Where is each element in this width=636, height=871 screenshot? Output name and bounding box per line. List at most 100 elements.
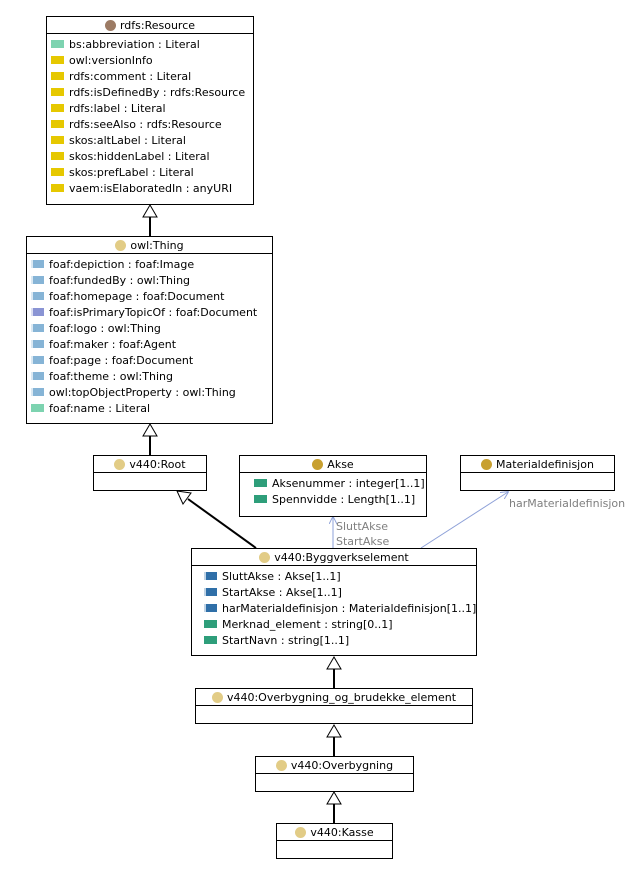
attribute-swatch-icon xyxy=(204,588,217,596)
attribute-row[interactable]: foaf:isPrimaryTopicOf : foaf:Document xyxy=(31,304,272,320)
attribute-text: StartAkse : Akse[1..1] xyxy=(222,585,342,599)
class-dot-icon xyxy=(275,759,287,771)
attribute-row[interactable]: owl:topObjectProperty : owl:Thing xyxy=(31,384,272,400)
attribute-swatch-icon xyxy=(51,56,64,64)
attribute-row[interactable]: foaf:depiction : foaf:Image xyxy=(31,256,272,272)
class-title: v440:Overbygning_og_brudekke_element xyxy=(226,690,457,704)
attribute-text: foaf:name : Literal xyxy=(49,401,151,415)
attribute-list: foaf:depiction : foaf:Image foaf:fundedBy… xyxy=(27,254,272,418)
attribute-list xyxy=(256,774,413,778)
attribute-row[interactable]: foaf:maker : foaf:Agent xyxy=(31,336,272,352)
class-dot-icon xyxy=(312,458,324,470)
class-header: v440:Overbygning_og_brudekke_element xyxy=(196,689,472,706)
attribute-text: Merknad_element : string[0..1] xyxy=(222,617,393,631)
attribute-row[interactable]: foaf:fundedBy : owl:Thing xyxy=(31,272,272,288)
class-v440-overbygning[interactable]: v440:Overbygning xyxy=(255,756,414,792)
class-dot-icon xyxy=(295,826,307,838)
attribute-row[interactable]: Merknad_element : string[0..1] xyxy=(204,616,476,632)
attribute-row[interactable]: bs:abbreviation : Literal xyxy=(51,36,253,52)
class-header: rdfs:Resource xyxy=(47,17,253,34)
attribute-row[interactable]: skos:hiddenLabel : Literal xyxy=(51,148,253,164)
class-header: Materialdefinisjon xyxy=(461,456,614,473)
attribute-text: foaf:depiction : foaf:Image xyxy=(49,257,195,271)
class-v440-kasse[interactable]: v440:Kasse xyxy=(276,823,393,859)
edge-label-start-akse: StartAkse xyxy=(336,535,390,548)
attribute-swatch-icon xyxy=(31,340,44,348)
attribute-row[interactable]: foaf:homepage : foaf:Document xyxy=(31,288,272,304)
attribute-text: rdfs:seeAlso : rdfs:Resource xyxy=(69,117,222,131)
class-title: v440:Byggverkselement xyxy=(274,550,409,564)
generalization-arrowhead xyxy=(326,656,342,670)
attribute-row[interactable]: rdfs:seeAlso : rdfs:Resource xyxy=(51,116,253,132)
class-materialdefinisjon[interactable]: Materialdefinisjon xyxy=(460,455,615,491)
class-header: owl:Thing xyxy=(27,237,272,254)
attribute-list: SluttAkse : Akse[1..1] StartAkse : Akse[1… xyxy=(192,566,476,650)
attribute-row[interactable]: vaem:isElaboratedIn : anyURI xyxy=(51,180,253,196)
attribute-row[interactable]: StartNavn : string[1..1] xyxy=(204,632,476,648)
attribute-row[interactable]: rdfs:label : Literal xyxy=(51,100,253,116)
attribute-row[interactable]: StartAkse : Akse[1..1] xyxy=(204,584,476,600)
attribute-swatch-icon xyxy=(51,120,64,128)
attribute-text: rdfs:comment : Literal xyxy=(69,69,192,83)
class-header: v440:Root xyxy=(94,456,206,473)
attribute-swatch-icon xyxy=(31,404,44,412)
attribute-text: rdfs:isDefinedBy : rdfs:Resource xyxy=(69,85,246,99)
class-v440-overbygning-og-brudekke-element[interactable]: v440:Overbygning_og_brudekke_element xyxy=(195,688,473,724)
attribute-row[interactable]: skos:altLabel : Literal xyxy=(51,132,253,148)
class-title: v440:Kasse xyxy=(310,825,374,839)
attribute-swatch-icon xyxy=(51,152,64,160)
attribute-swatch-icon xyxy=(31,276,44,284)
attribute-text: vaem:isElaboratedIn : anyURI xyxy=(69,181,233,195)
generalization-arrowhead xyxy=(326,724,342,738)
attribute-row[interactable]: harMaterialdefinisjon : Materialdefinisj… xyxy=(204,600,476,616)
attribute-row[interactable]: Spennvidde : Length[1..1] xyxy=(254,491,426,507)
attribute-swatch-icon xyxy=(204,604,217,612)
attribute-row[interactable]: rdfs:comment : Literal xyxy=(51,68,253,84)
attribute-text: harMaterialdefinisjon : Materialdefinisj… xyxy=(222,601,477,615)
class-header: v440:Kasse xyxy=(277,824,392,841)
class-akse[interactable]: Akse Aksenummer : integer[1..1]Spennvidd… xyxy=(239,455,427,517)
attribute-row[interactable]: foaf:page : foaf:Document xyxy=(31,352,272,368)
class-header: v440:Byggverkselement xyxy=(192,549,476,566)
attribute-swatch-icon xyxy=(31,356,44,364)
generalization-edge xyxy=(187,498,257,549)
edge-label-har-materialdefinisjon: harMaterialdefinisjon xyxy=(509,497,626,510)
attribute-row[interactable]: Aksenummer : integer[1..1] xyxy=(254,475,426,491)
attribute-row[interactable]: foaf:name : Literal xyxy=(31,400,272,416)
attribute-swatch-icon xyxy=(51,104,64,112)
class-header: Akse xyxy=(240,456,426,473)
attribute-list xyxy=(94,473,206,477)
attribute-text: Aksenummer : integer[1..1] xyxy=(272,476,425,490)
class-title: rdfs:Resource xyxy=(119,18,196,32)
attribute-text: foaf:logo : owl:Thing xyxy=(49,321,161,335)
attribute-list: Aksenummer : integer[1..1]Spennvidde : L… xyxy=(240,473,426,509)
attribute-swatch-icon xyxy=(31,260,44,268)
attribute-row[interactable]: SluttAkse : Akse[1..1] xyxy=(204,568,476,584)
attribute-text: foaf:maker : foaf:Agent xyxy=(49,337,177,351)
class-title: v440:Root xyxy=(129,457,186,471)
attribute-text: bs:abbreviation : Literal xyxy=(69,37,200,51)
class-title: v440:Overbygning xyxy=(290,758,394,772)
attribute-list xyxy=(461,473,614,477)
attribute-row[interactable]: owl:versionInfo xyxy=(51,52,253,68)
attribute-text: foaf:fundedBy : owl:Thing xyxy=(49,273,191,287)
class-dot-icon xyxy=(481,458,493,470)
attribute-text: SluttAkse : Akse[1..1] xyxy=(222,569,341,583)
attribute-text: rdfs:label : Literal xyxy=(69,101,166,115)
attribute-text: skos:altLabel : Literal xyxy=(69,133,186,147)
attribute-row[interactable]: foaf:logo : owl:Thing xyxy=(31,320,272,336)
class-v440-root[interactable]: v440:Root xyxy=(93,455,207,491)
attribute-row[interactable]: skos:prefLabel : Literal xyxy=(51,164,253,180)
class-v440-byggverkselement[interactable]: v440:Byggverkselement SluttAkse : Akse[1… xyxy=(191,548,477,656)
attribute-text: owl:topObjectProperty : owl:Thing xyxy=(49,385,236,399)
attribute-text: foaf:page : foaf:Document xyxy=(49,353,194,367)
attribute-row[interactable]: rdfs:isDefinedBy : rdfs:Resource xyxy=(51,84,253,100)
attribute-swatch-icon xyxy=(204,572,217,580)
attribute-row[interactable]: foaf:theme : owl:Thing xyxy=(31,368,272,384)
attribute-swatch-icon xyxy=(51,40,64,48)
attribute-swatch-icon xyxy=(51,136,64,144)
